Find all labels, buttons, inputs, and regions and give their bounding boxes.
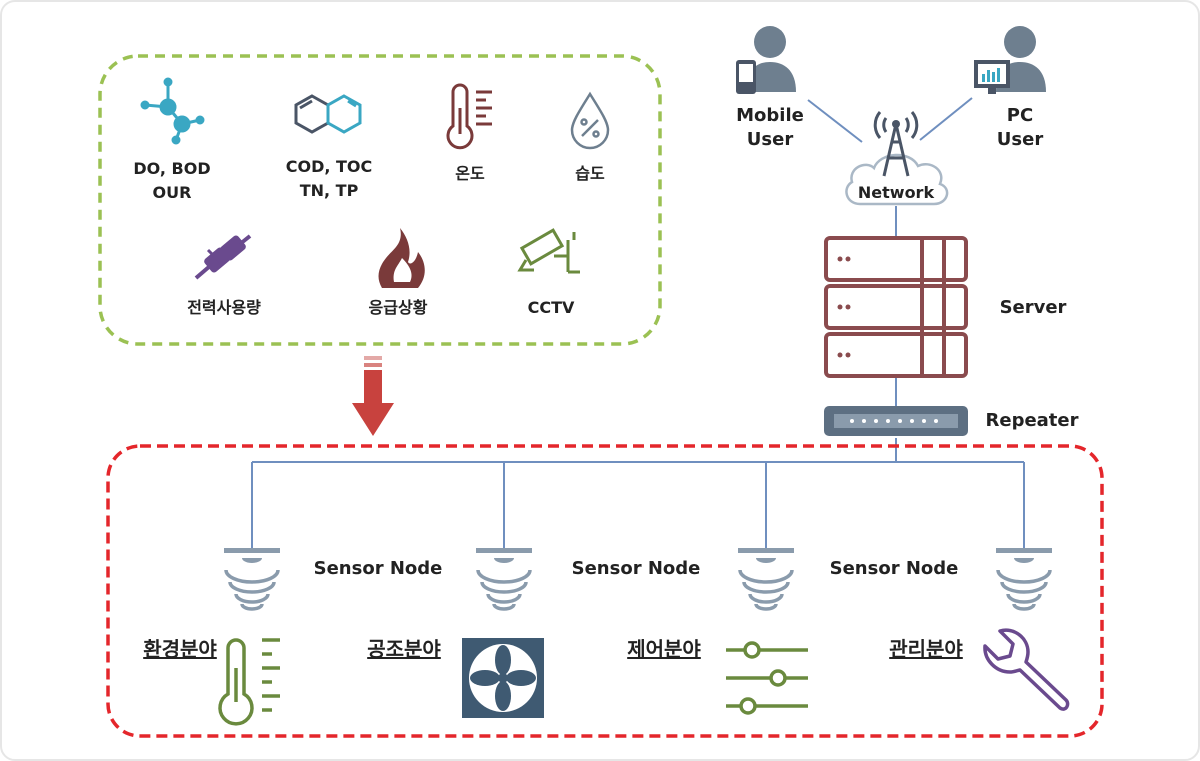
sensor-node-signal-icon	[996, 548, 1052, 611]
flow-down-arrow	[352, 356, 394, 436]
network-label: Network	[858, 183, 935, 202]
repeater-label: Repeater	[986, 410, 1079, 431]
server-indicator-lights	[837, 256, 851, 358]
emergency-label: 응급상황	[369, 298, 428, 317]
molecule-icon	[140, 77, 205, 145]
benzene-ring-icon	[294, 94, 362, 134]
sliders-icon	[726, 641, 808, 715]
humidity-drop-icon	[570, 91, 610, 150]
temperature-label: 온도	[455, 164, 485, 183]
sensor-node-signal-icon	[476, 548, 532, 611]
wrench-icon	[983, 628, 1070, 711]
field-label-environment: 환경분야	[143, 637, 217, 661]
sensor-node-signal-icon	[738, 548, 794, 611]
pc-user-label-line2: User	[997, 129, 1044, 150]
fan-icon	[462, 638, 544, 718]
antenna-cloud-icon	[845, 111, 949, 206]
cod-toc-label-line1: COD, TOC	[286, 157, 373, 176]
server-rack-icon	[824, 236, 968, 378]
do-bod-label-line2: OUR	[153, 183, 192, 202]
field-label-hvac: 공조분야	[367, 637, 441, 661]
field-label-management: 관리분야	[889, 637, 963, 661]
repeater-icon	[824, 406, 968, 436]
sensor-group-box	[98, 54, 662, 346]
thermometer-icon	[446, 83, 492, 150]
sensor-node-label: Sensor Node	[314, 558, 443, 579]
sensor-node-label: Sensor Node	[830, 558, 959, 579]
thermometer-icon	[218, 638, 280, 726]
server-label: Server	[1000, 297, 1067, 318]
do-bod-label-line1: DO, BOD	[133, 159, 210, 178]
sensor-bus-lines	[251, 461, 1025, 548]
sensor-node-label: Sensor Node	[572, 558, 701, 579]
power-plug-icon	[194, 234, 252, 280]
fire-icon	[378, 228, 425, 288]
pc-user-label-line1: PC	[1007, 105, 1033, 126]
mobile-user-label-line2: User	[747, 129, 794, 150]
sensor-node-signal-icon	[224, 548, 280, 611]
humidity-label: 습도	[575, 164, 605, 183]
pc-user-icon	[974, 26, 1046, 94]
mobile-user-label-line1: Mobile	[736, 105, 804, 126]
mobile-user-icon	[736, 26, 796, 94]
power-usage-label: 전력사용량	[187, 298, 261, 317]
cctv-label: CCTV	[528, 298, 575, 317]
cod-toc-label-line2: TN, TP	[300, 181, 359, 200]
cctv-camera-icon	[517, 228, 580, 274]
field-label-control: 제어분야	[627, 637, 701, 661]
field-group-box	[106, 444, 1104, 738]
network-links	[807, 97, 973, 462]
